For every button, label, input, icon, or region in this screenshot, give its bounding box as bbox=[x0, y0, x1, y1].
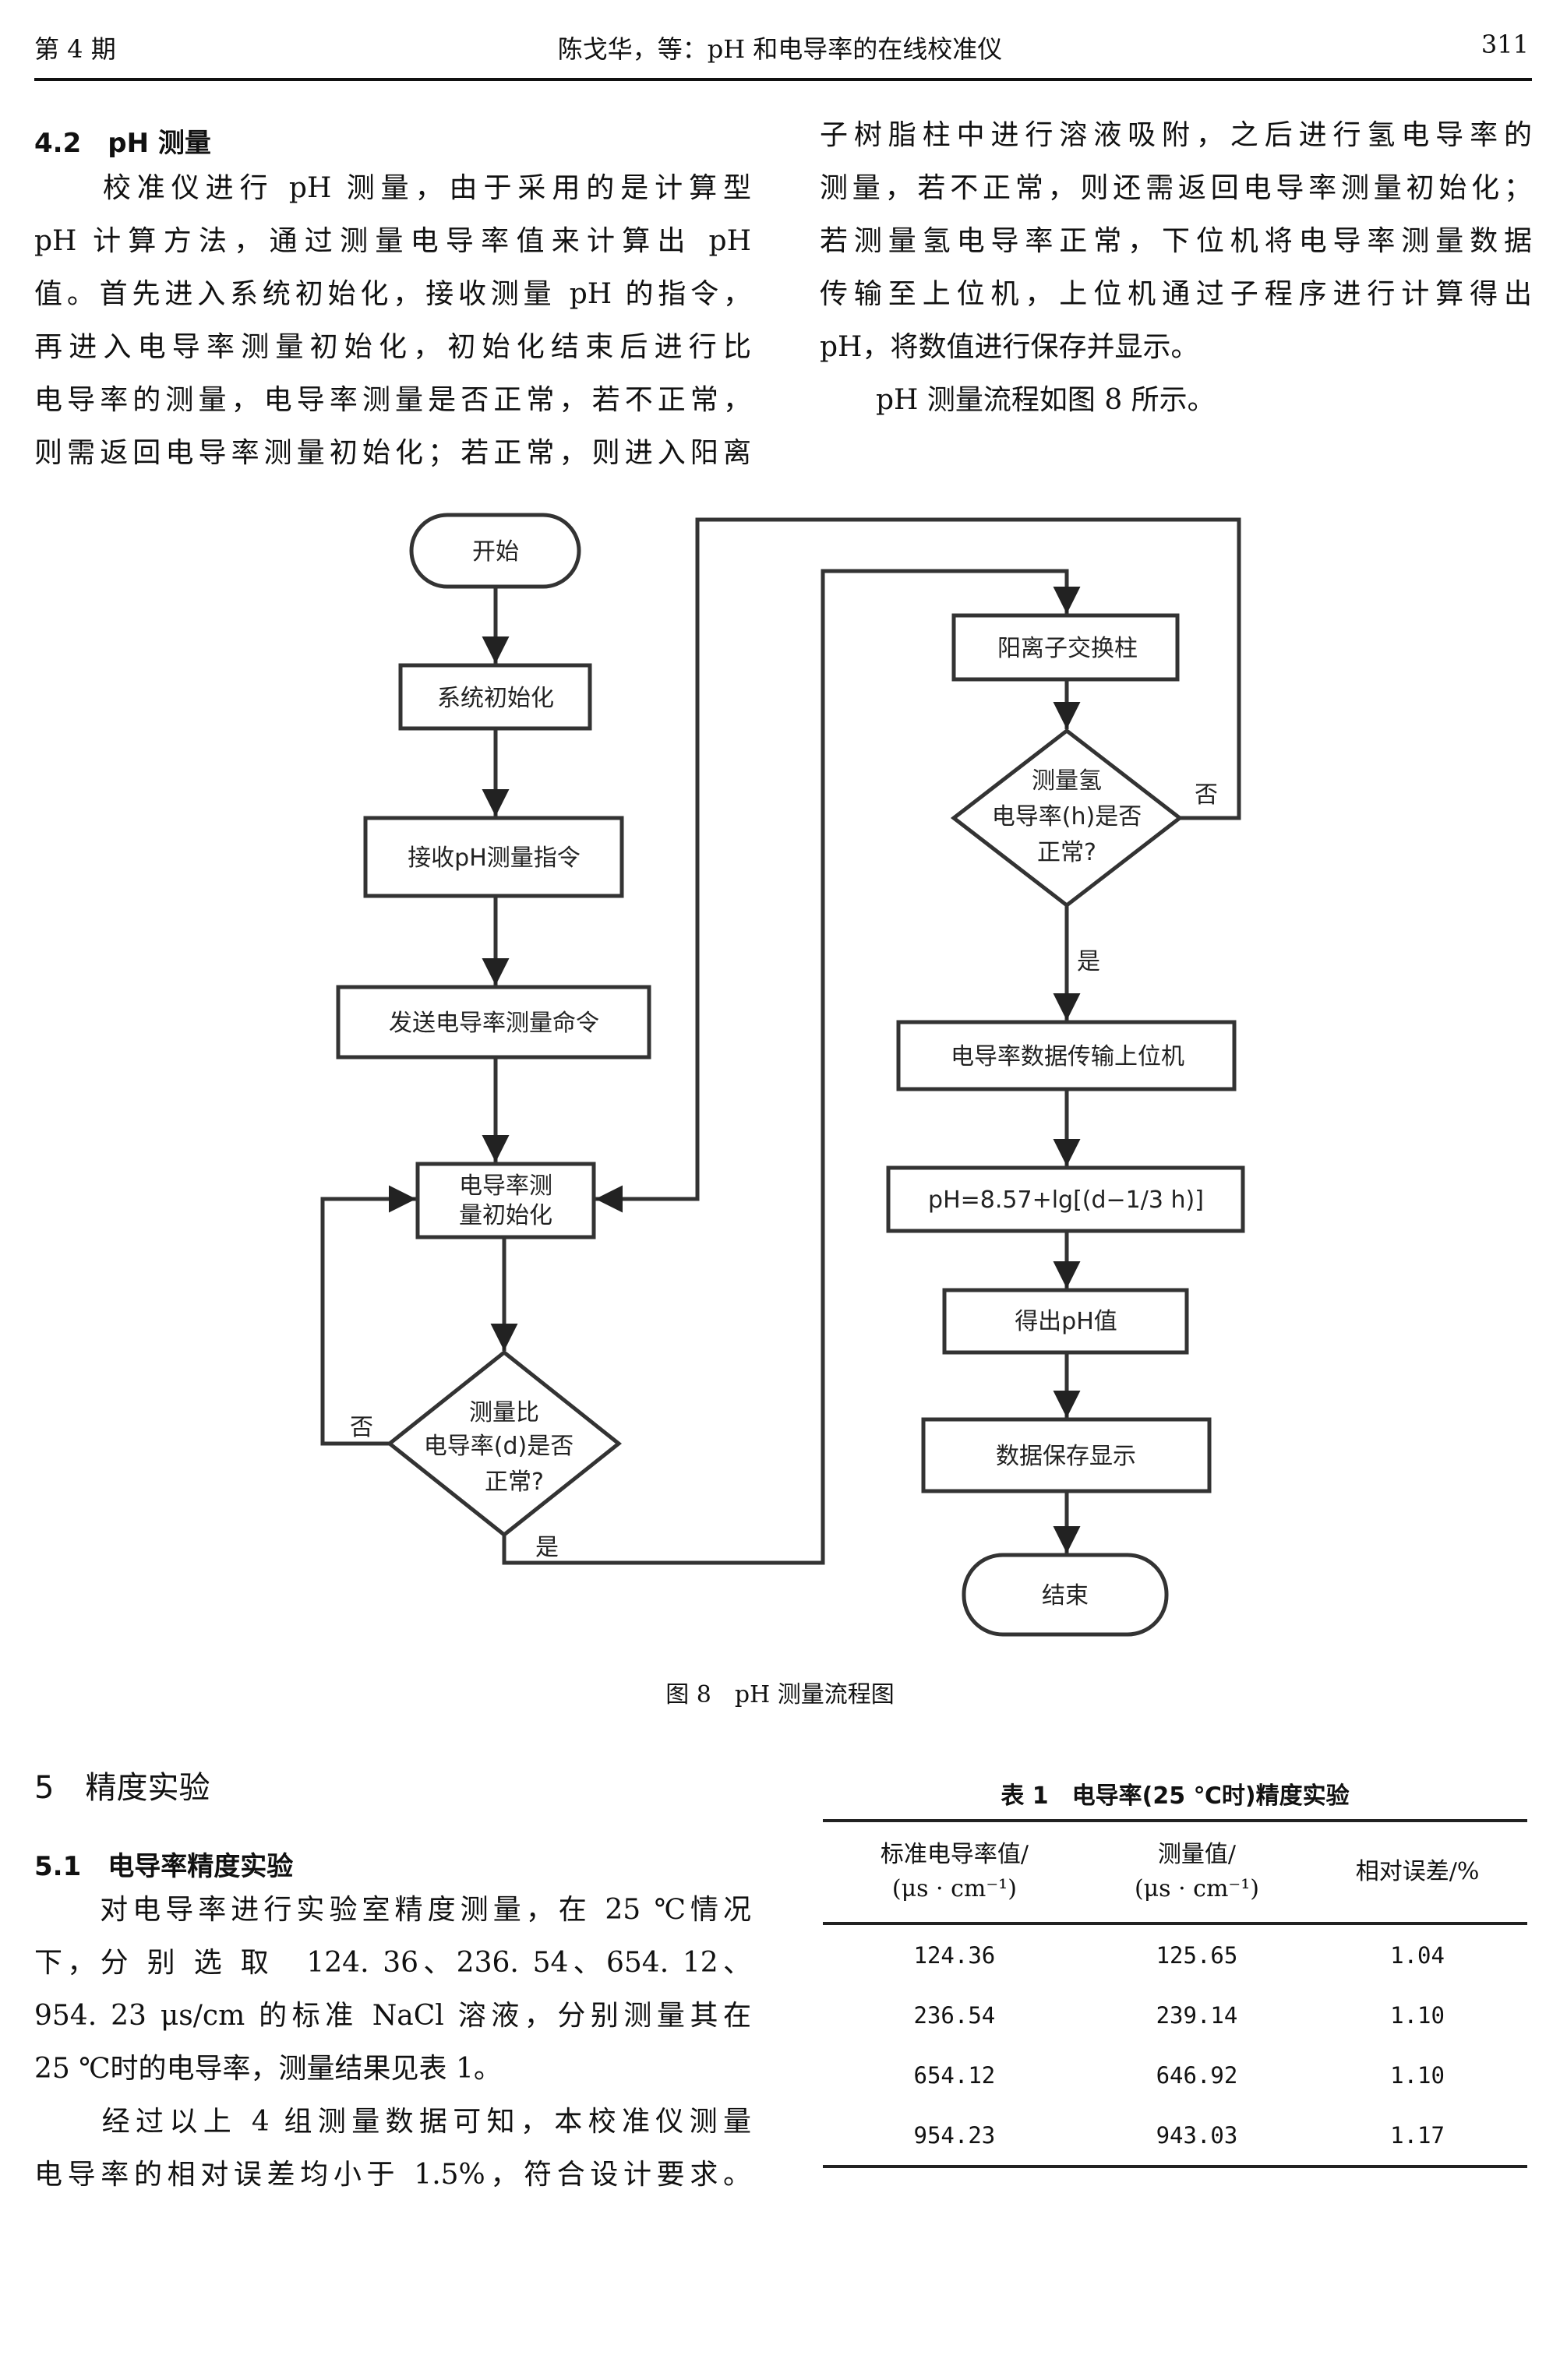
text-line: 校准仪进行 pH 测量，由于采用的是计算型 bbox=[34, 172, 751, 204]
cell-measured: 125.65 bbox=[1156, 1941, 1238, 1969]
decision-d-line-3: 正常? bbox=[485, 1469, 544, 1496]
cond-init-box bbox=[415, 1162, 596, 1239]
table-row: 124.36 125.65 1.04 bbox=[823, 1923, 1527, 1985]
no-label-d: 否 bbox=[350, 1414, 373, 1441]
text-line: 对电导率进行实验室精度测量，在 25 ℃情况 bbox=[34, 1894, 751, 1926]
col-header-standard: 标准电导率值/(μs · cm⁻¹) bbox=[823, 1819, 1086, 1925]
cell-error: 1.10 bbox=[1390, 2061, 1445, 2089]
cell-error: 1.04 bbox=[1390, 1941, 1445, 1969]
text-line: 电导率的测量，电导率测量是否正常，若不正常， bbox=[34, 384, 751, 416]
section-heading-5: 5 精度实验 bbox=[34, 1770, 210, 1806]
table-row: 236.54 239.14 1.10 bbox=[823, 1985, 1527, 2045]
table-header-row: 标准电导率值/(μs · cm⁻¹) 测量值/(μs · cm⁻¹) 相对误差/… bbox=[823, 1819, 1527, 1925]
start-label: 开始 bbox=[472, 538, 519, 566]
text-line: 传输至上位机，上位机通过子程序进行计算得出 bbox=[820, 278, 1532, 310]
text-line: 值。首先进入系统初始化，接收测量 pH 的指令， bbox=[34, 278, 751, 310]
get-ph-box bbox=[942, 1288, 1189, 1355]
section-4-2-left-paragraph: 校准仪进行 pH 测量，由于采用的是计算型 pH 计算方法，通过测量电导率值来计… bbox=[34, 162, 751, 480]
sys-init-label: 系统初始化 bbox=[437, 685, 554, 712]
section-heading-5-1: 5.1 电导率精度实验 bbox=[34, 1851, 294, 1882]
connector-no-h bbox=[595, 517, 1241, 1213]
col-header-measured: 测量值/(μs · cm⁻¹) bbox=[1085, 1819, 1308, 1925]
table-row: 954.23 943.03 1.17 bbox=[823, 2105, 1527, 2168]
table-caption: 表 1 电导率(25 ℃时)精度实验 bbox=[1001, 1782, 1350, 1810]
conductivity-accuracy-table: 标准电导率值/(μs · cm⁻¹) 测量值/(μs · cm⁻¹) 相对误差/… bbox=[823, 1819, 1527, 2168]
cond-init-label-2: 量初始化 bbox=[459, 1202, 552, 1229]
yes-label-h: 是 bbox=[1077, 948, 1100, 975]
formula-box bbox=[886, 1165, 1245, 1233]
cell-measured: 943.03 bbox=[1085, 2105, 1308, 2168]
end-terminal bbox=[962, 1553, 1169, 1637]
decision-d-line-1: 测量比 bbox=[469, 1399, 539, 1426]
save-display-label: 数据保存显示 bbox=[996, 1443, 1136, 1470]
text-line: 电导率的相对误差均小于 1.5%，符合设计要求。 bbox=[34, 2159, 751, 2191]
page-number: 311 bbox=[1481, 30, 1529, 59]
cell-error: 1.10 bbox=[1390, 2001, 1445, 2029]
text-line: pH 计算方法，通过测量电导率值来计算出 pH bbox=[34, 225, 751, 257]
get-ph-label: 得出pH值 bbox=[1015, 1308, 1117, 1335]
section-heading-4-2: 4.2 pH 测量 bbox=[34, 128, 211, 159]
cell-standard: 954.23 bbox=[823, 2105, 1086, 2168]
no-label-h: 否 bbox=[1195, 781, 1218, 809]
text-line: 若测量氢电导率正常，下位机将电导率测量数据 bbox=[820, 225, 1532, 257]
yes-label-d: 是 bbox=[535, 1534, 559, 1561]
cell-measured: 239.14 bbox=[1156, 2001, 1238, 2029]
figure-caption: 图 8 pH 测量流程图 bbox=[665, 1681, 895, 1708]
decision-d-diamond bbox=[386, 1349, 623, 1538]
save-display-box bbox=[921, 1417, 1212, 1493]
text-line: 下，分 别 选 取 124. 36、236. 54、654. 12、 bbox=[34, 1947, 751, 1979]
sys-init-box bbox=[398, 663, 592, 731]
receive-cmd-box bbox=[363, 816, 624, 898]
decision-h-diamond bbox=[950, 728, 1184, 908]
transfer-box bbox=[896, 1020, 1237, 1091]
text-line: 954. 23 μs/cm 的标准 NaCl 溶液，分别测量其在 bbox=[34, 2000, 751, 2032]
cond-init-label-1: 电导率测 bbox=[459, 1172, 552, 1200]
text-line: 经过以上 4 组测量数据可知，本校准仪测量 bbox=[34, 2106, 751, 2138]
text-line: 再进入电导率测量初始化，初始化结束后进行比 bbox=[34, 331, 751, 363]
cell-measured: 646.92 bbox=[1156, 2061, 1238, 2089]
decision-h-line-1: 测量氢 bbox=[1032, 767, 1102, 795]
cell-standard: 654.12 bbox=[913, 2061, 996, 2089]
cell-error: 1.17 bbox=[1308, 2105, 1527, 2168]
ph-measurement-flowchart: 开始 系统初始化 接收pH测量指令 发送电导率测量命令 电导率测 量初始化 测量… bbox=[320, 513, 1245, 1637]
formula-label: pH=8.57+lg[(d−1/3 h)] bbox=[928, 1186, 1204, 1214]
running-title: 陈戈华，等：pH 和电导率的在线校准仪 bbox=[557, 34, 1003, 64]
text-line: 子树脂柱中进行溶液吸附，之后进行氢电导率的 bbox=[820, 119, 1532, 151]
send-cmd-label: 发送电导率测量命令 bbox=[389, 1010, 599, 1037]
text-line: pH 测量流程如图 8 所示。 bbox=[820, 384, 1216, 416]
section-4-2-right-paragraph: 子树脂柱中进行溶液吸附，之后进行氢电导率的 测量，若不正常，则还需返回电导率测量… bbox=[820, 109, 1532, 427]
text-line: 25 ℃时的电导率，测量结果见表 1。 bbox=[34, 2053, 502, 2085]
decision-d-line-2: 电导率(d)是否 bbox=[424, 1433, 574, 1460]
send-cmd-box bbox=[336, 985, 651, 1060]
cation-column-label: 阳离子交换柱 bbox=[997, 635, 1138, 662]
end-label: 结束 bbox=[1042, 1582, 1089, 1610]
table-row: 654.12 646.92 1.10 bbox=[823, 2045, 1527, 2105]
decision-h-line-2: 电导率(h)是否 bbox=[992, 803, 1142, 830]
connector-yes-d bbox=[502, 569, 1081, 1565]
cell-standard: 236.54 bbox=[913, 2001, 996, 2029]
text-line: 测量，若不正常，则还需返回电导率测量初始化； bbox=[820, 172, 1532, 204]
issue-label: 第 4 期 bbox=[34, 34, 116, 64]
section-5-1-paragraph: 对电导率进行实验室精度测量，在 25 ℃情况 下，分 别 选 取 124. 36… bbox=[34, 1884, 751, 2202]
transfer-label: 电导率数据传输上位机 bbox=[951, 1043, 1184, 1070]
text-line: pH，将数值进行保存并显示。 bbox=[820, 331, 1199, 363]
receive-cmd-label: 接收pH测量指令 bbox=[408, 844, 581, 872]
connector-no-d bbox=[320, 1185, 416, 1446]
cell-standard: 124.36 bbox=[913, 1941, 996, 1969]
decision-h-line-3: 正常? bbox=[1037, 839, 1096, 866]
col-header-error: 相对误差/% bbox=[1308, 1819, 1527, 1925]
text-line: 则需返回电导率测量初始化；若正常，则进入阳离 bbox=[34, 437, 751, 469]
cation-column-box bbox=[951, 613, 1180, 682]
header-rule bbox=[34, 78, 1532, 81]
start-terminal bbox=[409, 513, 581, 589]
